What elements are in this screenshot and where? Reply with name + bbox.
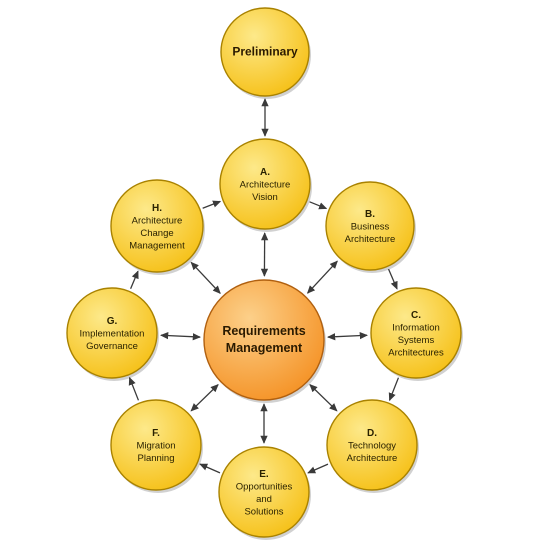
node-e-label-2: and bbox=[256, 494, 272, 505]
node-d-label-2: Architecture bbox=[347, 453, 398, 464]
connectors bbox=[128, 98, 400, 474]
node-center-circle bbox=[203, 279, 325, 401]
node-e-label-1: Opportunities bbox=[236, 481, 293, 492]
node-h-label-2: Change bbox=[140, 228, 173, 239]
node-b-label-1: Business bbox=[351, 222, 390, 233]
node-f-label-0: F. bbox=[152, 428, 160, 439]
arrow-e-f bbox=[199, 463, 221, 474]
node-a-label-2: Vision bbox=[252, 192, 278, 203]
arrow-f-g bbox=[128, 376, 140, 401]
node-c-circle bbox=[370, 287, 462, 379]
arrow-h-a bbox=[202, 200, 222, 209]
node-e-label-0: E. bbox=[259, 469, 269, 480]
node-center-label-1: Management bbox=[226, 341, 303, 355]
arrow-center-f bbox=[190, 383, 219, 412]
node-e-label-3: Solutions bbox=[244, 506, 283, 517]
node-g-label-0: G. bbox=[107, 316, 118, 327]
arrow-center-d bbox=[309, 383, 338, 412]
arrow-center-c bbox=[327, 331, 368, 341]
node-a-circle bbox=[219, 138, 311, 230]
node-h-label-0: H. bbox=[152, 203, 162, 214]
node-c-label-1: Information bbox=[392, 322, 440, 333]
node-g-label-1: Implementation bbox=[80, 329, 145, 340]
node-a-label-0: A. bbox=[260, 167, 270, 178]
node-f-label-1: Migration bbox=[136, 441, 175, 452]
node-preliminary-label-0: Preliminary bbox=[232, 45, 298, 59]
arrow-center-b bbox=[306, 260, 338, 294]
node-e-circle bbox=[218, 446, 310, 538]
node-c-label-2: Systems bbox=[398, 335, 435, 346]
node-g-label-2: Governance bbox=[86, 341, 138, 352]
node-h-circle bbox=[110, 179, 204, 273]
arrow-a-b bbox=[309, 201, 328, 210]
node-a-label-1: Architecture bbox=[240, 180, 291, 191]
node-preliminary-circle bbox=[220, 7, 310, 97]
node-c-label-3: Architectures bbox=[388, 347, 444, 358]
arrow-c-d bbox=[388, 377, 400, 402]
arrow-d-e bbox=[307, 463, 329, 474]
node-center-label-0: Requirements bbox=[222, 324, 305, 338]
node-c-label-0: C. bbox=[411, 310, 421, 321]
arrow-b-c bbox=[387, 268, 398, 290]
node-d-label-0: D. bbox=[367, 428, 377, 439]
node-b-label-2: Architecture bbox=[345, 234, 396, 245]
node-h-label-3: Management bbox=[129, 240, 185, 251]
node-f-label-2: Planning bbox=[138, 453, 175, 464]
arrow-g-h bbox=[130, 270, 139, 290]
arrow-center-g bbox=[160, 331, 201, 341]
node-d-label-1: Technology bbox=[348, 441, 396, 452]
node-b-circle bbox=[325, 181, 415, 271]
node-preliminary: Preliminary bbox=[220, 7, 311, 99]
node-h-label-1: Architecture bbox=[132, 215, 183, 226]
node-layer: PreliminaryA.ArchitectureVisionB.Busines… bbox=[66, 7, 463, 540]
node-g-circle bbox=[66, 287, 158, 379]
node-f-circle bbox=[110, 399, 202, 491]
node-b-label-0: B. bbox=[365, 209, 375, 220]
node-d-circle bbox=[326, 399, 418, 491]
arrow-center-h bbox=[190, 261, 221, 294]
